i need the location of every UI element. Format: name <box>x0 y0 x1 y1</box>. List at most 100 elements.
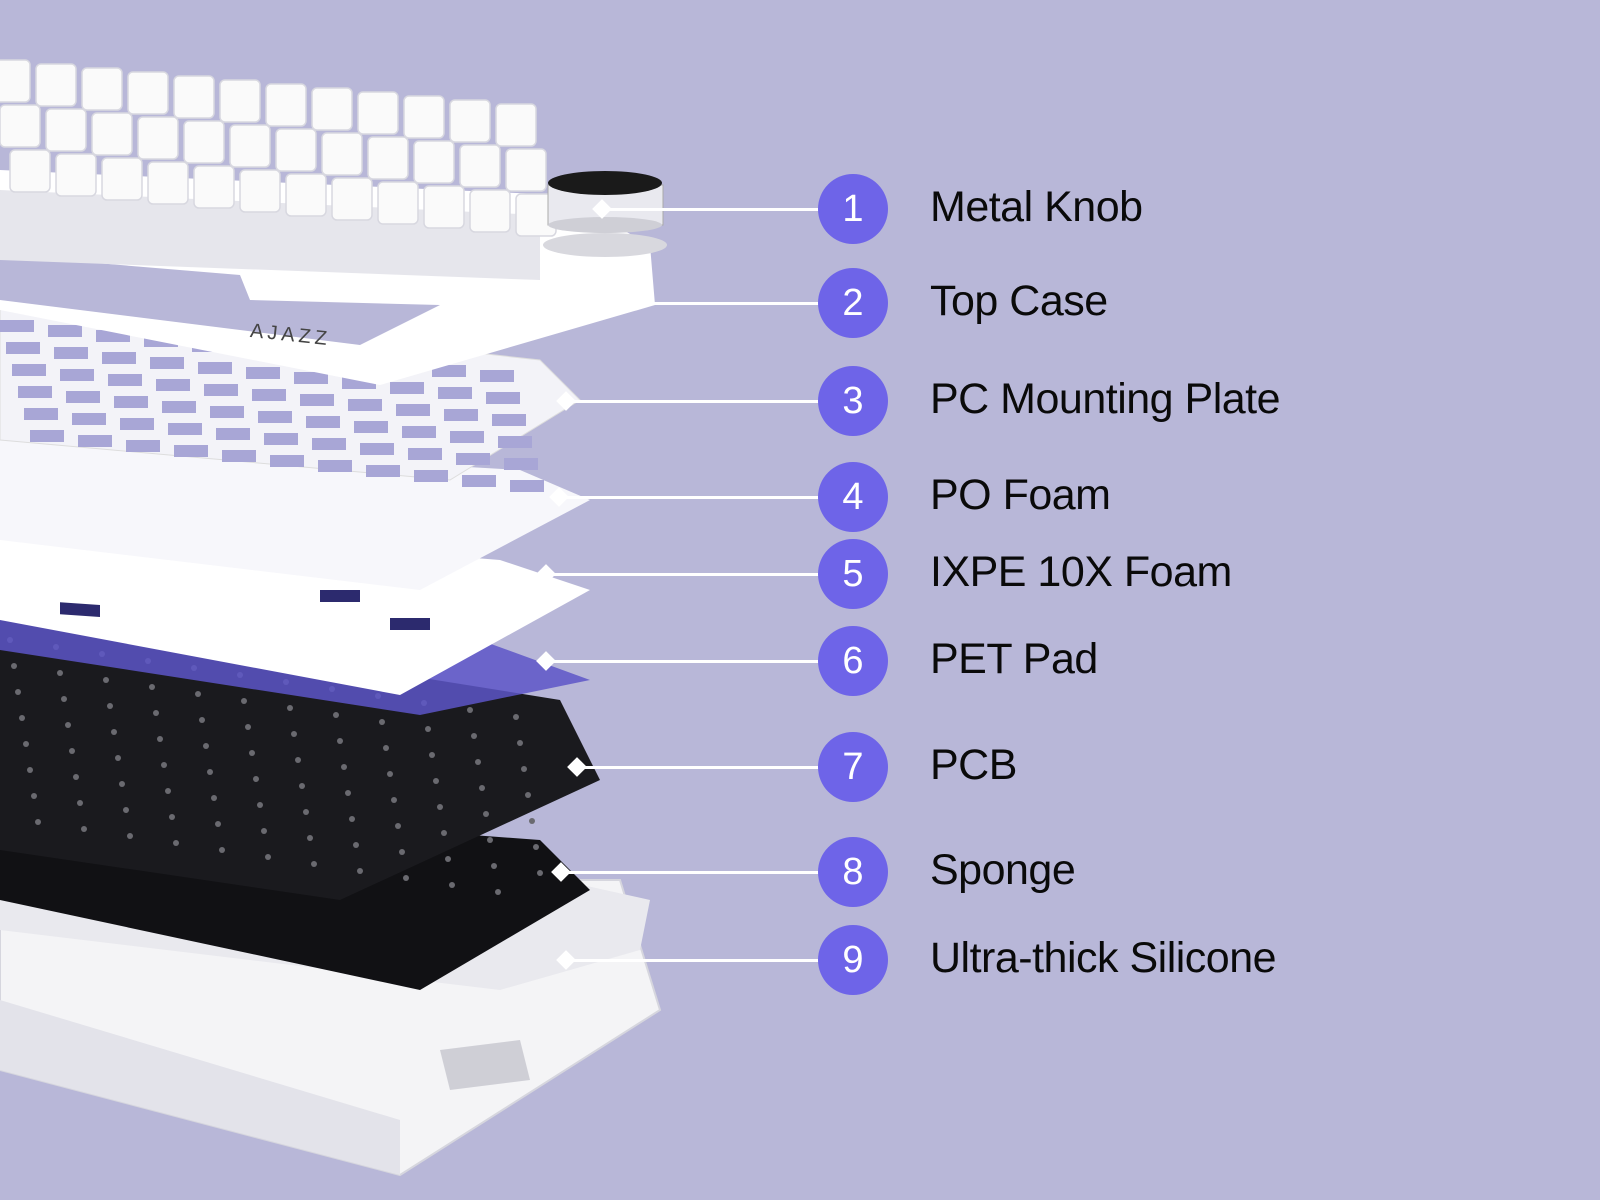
pcb-hole <box>287 705 293 711</box>
pcb-hole <box>357 868 363 874</box>
plate-cutout <box>510 480 544 492</box>
pcb-hole <box>35 819 41 825</box>
pcb-hole <box>379 719 385 725</box>
pcb-hole <box>107 703 113 709</box>
plate-cutout <box>30 430 64 442</box>
leader-line <box>546 573 830 576</box>
pcb-hole <box>103 677 109 683</box>
plate-cutout <box>432 365 466 377</box>
plate-cutout <box>438 387 472 399</box>
plate-cutout <box>504 458 538 470</box>
pcb-hole <box>533 844 539 850</box>
key-switch <box>0 104 41 148</box>
component-label: PET Pad <box>930 635 1098 683</box>
plate-cutout <box>174 445 208 457</box>
plate-cutout <box>0 320 34 332</box>
plate-cutout <box>270 455 304 467</box>
plate-cutout <box>306 416 340 428</box>
key-switch <box>45 108 87 152</box>
key-switch <box>137 116 179 160</box>
plate-cutout <box>72 413 106 425</box>
key-switch <box>469 189 511 233</box>
key-switch <box>9 149 51 193</box>
plate-cutout <box>114 396 148 408</box>
component-label: PO Foam <box>930 471 1111 519</box>
plate-cutout <box>294 372 328 384</box>
key-switch <box>127 71 169 115</box>
plate-cutout <box>456 453 490 465</box>
plate-cutout <box>6 342 40 354</box>
plate-cutout <box>492 414 526 426</box>
plate-cutout <box>462 475 496 487</box>
pcb-hole <box>353 842 359 848</box>
key-switch <box>173 75 215 119</box>
number-badge: 7 <box>818 732 888 802</box>
pcb-hole <box>433 778 439 784</box>
key-switch <box>219 79 261 123</box>
pcb-hole <box>303 809 309 815</box>
switches <box>0 59 557 237</box>
plate-cutout <box>444 409 478 421</box>
pcb-hole <box>81 826 87 832</box>
plate-cutout <box>156 379 190 391</box>
key-switch <box>275 128 317 172</box>
component-label: Top Case <box>930 277 1108 325</box>
plate-cutout <box>252 389 286 401</box>
number-badge: 3 <box>818 366 888 436</box>
plate-cutout <box>396 404 430 416</box>
pcb-hole <box>537 870 543 876</box>
number-badge: 1 <box>818 174 888 244</box>
pcb-hole <box>249 750 255 756</box>
leader-line <box>577 766 830 769</box>
pcb-hole <box>467 707 473 713</box>
plate-cutout <box>102 352 136 364</box>
pcb-hole <box>333 712 339 718</box>
number-badge: 9 <box>818 925 888 995</box>
metal-knob <box>543 171 667 257</box>
plate-cutout <box>48 325 82 337</box>
plate-cutout <box>126 440 160 452</box>
badge-number: 7 <box>842 745 864 788</box>
pcb-hole <box>517 740 523 746</box>
leader-line <box>587 302 830 305</box>
plate-cutout <box>312 438 346 450</box>
plate-cutout <box>258 411 292 423</box>
pcb-hole <box>165 788 171 794</box>
pcb-hole <box>27 767 33 773</box>
number-badge: 2 <box>818 268 888 338</box>
pcb-hole <box>521 766 527 772</box>
plate-cutout <box>60 369 94 381</box>
plate-cutout <box>450 431 484 443</box>
pcb-hole <box>261 828 267 834</box>
pcb-hole <box>265 854 271 860</box>
pcb-hole <box>19 715 25 721</box>
plate-cutout <box>162 401 196 413</box>
pcb-hole <box>487 837 493 843</box>
key-switch <box>55 153 97 197</box>
mounting-plate-layer <box>0 299 581 492</box>
key-switch <box>495 103 537 147</box>
plate-cutout <box>198 362 232 374</box>
key-switch <box>239 169 281 213</box>
key-switch <box>367 136 409 180</box>
pcb-hole <box>253 776 259 782</box>
pcb-hole <box>491 863 497 869</box>
plate-cutout <box>264 433 298 445</box>
plate-cutout <box>318 460 352 472</box>
pcb-hole <box>429 752 435 758</box>
plate-cutout <box>390 382 424 394</box>
plate-cutout <box>366 465 400 477</box>
plate-cutout <box>204 384 238 396</box>
pcb-hole <box>65 722 71 728</box>
pcb-hole <box>337 738 343 744</box>
number-badge: 8 <box>818 837 888 907</box>
key-switch <box>35 63 77 107</box>
pcb-hole <box>437 804 443 810</box>
pcb-hole <box>257 802 263 808</box>
pcb-hole <box>161 762 167 768</box>
key-switch <box>331 177 373 221</box>
pcb-hole <box>513 714 519 720</box>
pcb-hole <box>525 792 531 798</box>
pcb-hole <box>441 830 447 836</box>
